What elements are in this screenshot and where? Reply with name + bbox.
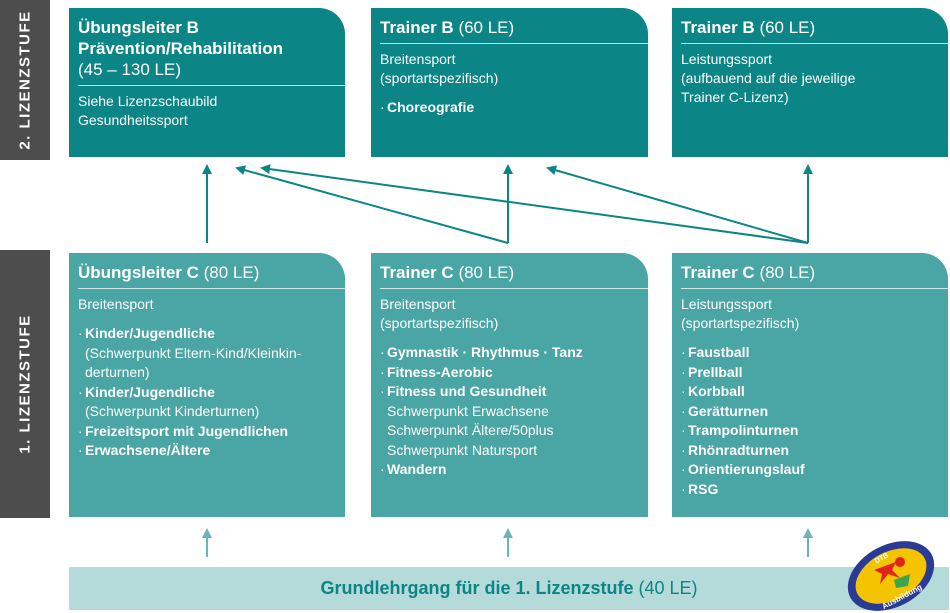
list-item: ·Trampolinturnen bbox=[681, 422, 799, 438]
card-title-bold: Trainer C bbox=[380, 263, 454, 282]
card-uebungsleiter-c: Übungsleiter C (80 LE) Breitensport ·Kin… bbox=[69, 253, 345, 517]
stage-bar-level-1: 1. LIZENZSTUFE bbox=[0, 250, 50, 518]
stage-bar-level-2: 2. LIZENZSTUFE bbox=[0, 0, 50, 160]
card-title-bold: Trainer B bbox=[681, 18, 755, 37]
card-title-hours: (45 – 130 LE) bbox=[78, 60, 182, 79]
card-subtitle: Siehe Lizenzschaubild Gesundheitssport bbox=[78, 92, 337, 130]
card-title: Trainer C (80 LE) bbox=[681, 262, 940, 283]
card-title: Trainer C (80 LE) bbox=[380, 262, 640, 283]
card-divider bbox=[78, 85, 345, 86]
card-title-bold: Übungsleiter C bbox=[78, 263, 199, 282]
list-item: ·Fitness und Gesundheit bbox=[380, 383, 547, 399]
card-divider bbox=[681, 43, 948, 44]
card-trainer-c-breitensport: Trainer C (80 LE) Breitensport (sportart… bbox=[371, 253, 648, 517]
card-subtitle-line: (sportartspezifisch) bbox=[681, 315, 800, 331]
card-title-hours: (80 LE) bbox=[759, 263, 816, 282]
list-item: ·Rhönradturnen bbox=[681, 441, 790, 458]
list-item: ·Prellball bbox=[681, 363, 743, 380]
card-title: Übungsleiter C (80 LE) bbox=[78, 262, 337, 283]
card-title-bold: Trainer C bbox=[681, 263, 755, 282]
card-list: ·Gymnastik · Rhythmus · Tanz ·Fitness-Ae… bbox=[380, 343, 640, 480]
banner-title: Grundlehrgang für die 1. Lizenzstufe bbox=[320, 578, 634, 598]
card-subtitle: Breitensport (sportartspezifisch) bbox=[380, 50, 640, 88]
card-title: Trainer B (60 LE) bbox=[681, 17, 940, 38]
card-subtitle: Breitensport (sportartspezifisch) bbox=[380, 295, 640, 333]
dtb-ausbildung-logo: DTB Ausbildung bbox=[847, 541, 935, 611]
card-trainer-c-leistungssport: Trainer C (80 LE) Leistungssport (sporta… bbox=[672, 253, 948, 517]
card-title-hours: (80 LE) bbox=[203, 263, 260, 282]
card-title-bold: Trainer B bbox=[380, 18, 454, 37]
list-item-note: (Schwerpunkt Kinderturnen) bbox=[85, 403, 260, 419]
card-trainer-b-breitensport: Trainer B (60 LE) Breitensport (sportart… bbox=[371, 8, 648, 157]
list-item: ·Kinder/Jugendliche bbox=[78, 325, 215, 341]
card-subtitle-line: Siehe Lizenzschaubild bbox=[78, 93, 218, 109]
list-item-note: Schwerpunkt Natursport bbox=[387, 441, 538, 458]
card-subtitle-line: Gesundheitssport bbox=[78, 112, 188, 128]
card-subtitle: Breitensport bbox=[78, 295, 337, 314]
arrow-tcb-to-ulb bbox=[235, 165, 509, 244]
card-subtitle-line: Leistungssport bbox=[681, 51, 773, 67]
card-title-hours: (60 LE) bbox=[458, 18, 515, 37]
card-divider bbox=[380, 288, 648, 289]
card-trainer-b-leistungssport: Trainer B (60 LE) Leistungssport (aufbau… bbox=[672, 8, 948, 157]
arrow-tcl-to-tbb bbox=[546, 165, 809, 244]
card-subtitle-line: Breitensport bbox=[78, 296, 154, 312]
list-item: ·Freizeitsport mit Jugendlichen bbox=[78, 422, 289, 439]
list-item: ·Wandern bbox=[380, 461, 447, 477]
banner-hours: (40 LE) bbox=[638, 578, 698, 598]
list-item-note: Schwerpunkt Erwachsene bbox=[387, 402, 549, 419]
card-subtitle-line: Breitensport bbox=[380, 296, 456, 312]
list-item: ·Faustball bbox=[681, 344, 750, 360]
list-item: ·Erwachsene/Ältere bbox=[78, 442, 211, 458]
basic-course-banner: Grundlehrgang für die 1. Lizenzstufe (40… bbox=[69, 567, 949, 610]
card-list: ·Faustball ·Prellball ·Korbball ·Gerättu… bbox=[681, 343, 940, 499]
card-subtitle-line: (sportartspezifisch) bbox=[380, 70, 499, 86]
list-item-note: (Schwerpunkt Eltern-Kind/Kleinkin- bbox=[85, 344, 302, 361]
list-item: ·Korbball bbox=[681, 383, 745, 399]
list-item: ·Fitness-Aerobic bbox=[380, 363, 493, 380]
list-item-note: derturnen) bbox=[85, 364, 150, 380]
list-item: ·Gerätturnen bbox=[681, 402, 769, 419]
list-item: ·Choreografie bbox=[380, 99, 475, 115]
list-item: ·Orientierungslauf bbox=[681, 461, 805, 477]
card-divider bbox=[78, 288, 345, 289]
card-title-bold: Übungsleiter B bbox=[78, 18, 199, 37]
card-title-hours: (80 LE) bbox=[458, 263, 515, 282]
card-subtitle-line: (aufbauend auf die jeweilige bbox=[681, 70, 856, 86]
card-subtitle-line: Leistungssport bbox=[681, 296, 773, 312]
card-title-hours: (60 LE) bbox=[759, 18, 816, 37]
list-item: ·Kinder/Jugendliche bbox=[78, 383, 215, 400]
card-title: Übungsleiter B Prävention/Rehabilitation… bbox=[78, 17, 337, 80]
card-list: ·Choreografie bbox=[380, 98, 640, 118]
card-uebungsleiter-b: Übungsleiter B Prävention/Rehabilitation… bbox=[69, 8, 345, 157]
logo-figure-icon bbox=[874, 557, 910, 588]
arrow-tcl-to-ulb bbox=[260, 164, 809, 244]
card-divider bbox=[380, 43, 648, 44]
card-subtitle-line: Trainer C-Lizenz) bbox=[681, 89, 789, 105]
card-title-bold-line2: Prävention/Rehabilitation bbox=[78, 39, 283, 58]
card-subtitle: Leistungssport (aufbauend auf die jeweil… bbox=[681, 50, 940, 107]
list-item: ·RSG bbox=[681, 480, 719, 497]
card-divider bbox=[681, 288, 948, 289]
list-item-note: Schwerpunkt Ältere/50plus bbox=[387, 422, 554, 438]
card-subtitle-line: (sportartspezifisch) bbox=[380, 315, 499, 331]
list-item: ·Gymnastik · Rhythmus · Tanz bbox=[380, 344, 583, 360]
card-title: Trainer B (60 LE) bbox=[380, 17, 640, 38]
card-list: ·Kinder/Jugendliche (Schwerpunkt Eltern-… bbox=[78, 324, 337, 461]
card-subtitle-line: Breitensport bbox=[380, 51, 456, 67]
card-subtitle: Leistungssport (sportartspezifisch) bbox=[681, 295, 940, 333]
